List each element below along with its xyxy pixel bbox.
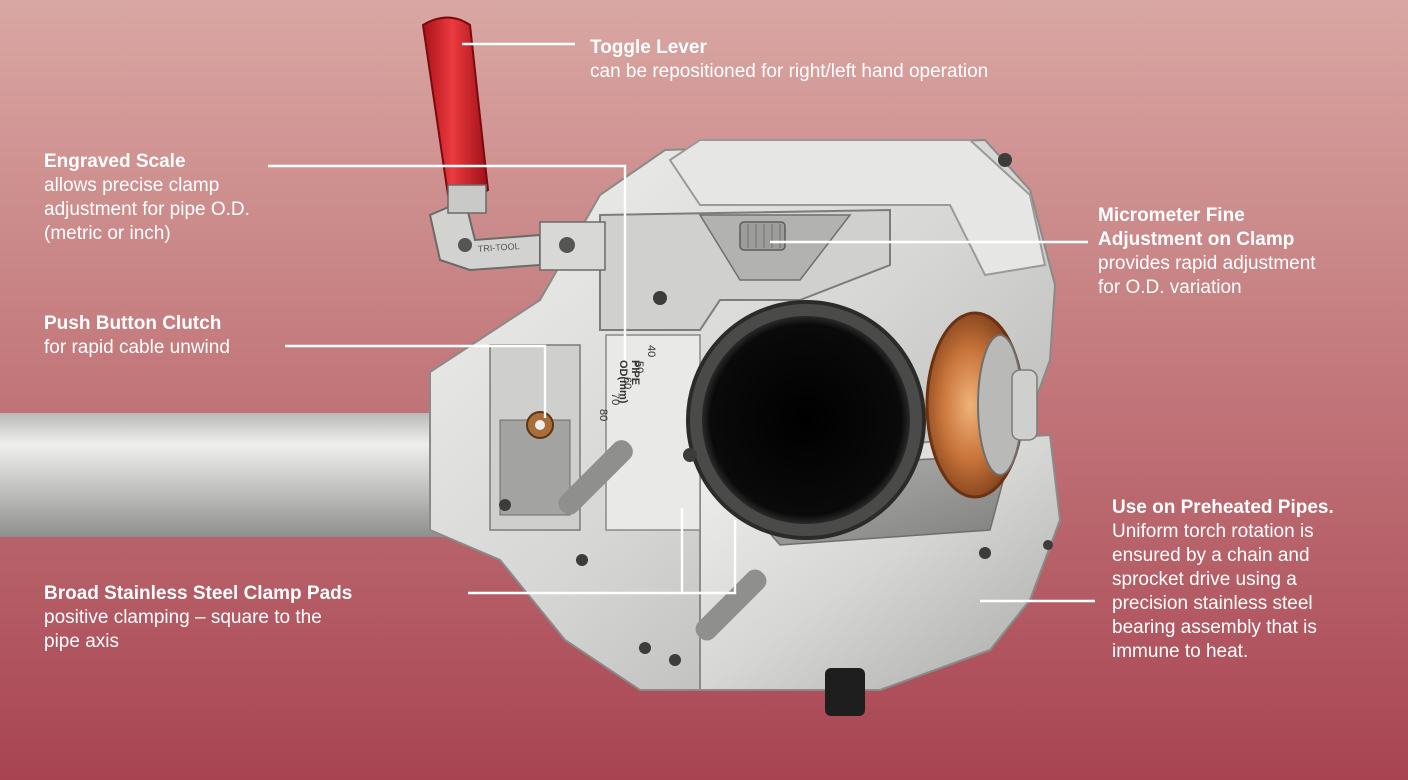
callout-preheated-desc-4: precision stainless steel	[1112, 593, 1313, 614]
bottom-handle	[825, 668, 865, 716]
callout-push-button-clutch-title: Push Button Clutch	[44, 313, 222, 334]
support-tube	[0, 413, 500, 537]
micrometer-knob	[739, 221, 786, 251]
callout-toggle-lever-title: Toggle Lever	[590, 37, 707, 58]
pipe-bore	[702, 316, 910, 524]
callout-toggle-lever: Toggle Lever can be repositioned for rig…	[590, 36, 988, 84]
scale-tick-60: 60	[621, 377, 633, 389]
callout-micrometer-desc-1: provides rapid adjustment	[1098, 253, 1316, 274]
callout-push-button-clutch: Push Button Clutch for rapid cable unwin…	[44, 312, 230, 360]
callout-preheated-desc-2: ensured by a chain and	[1112, 545, 1310, 566]
callout-engraved-scale-desc-2: adjustment for pipe O.D.	[44, 199, 250, 220]
plate-engraving: TRI-TOOL	[477, 241, 519, 254]
leader-clamp-pads-b	[682, 520, 737, 595]
callout-engraved-scale-desc-1: allows precise clamp	[44, 175, 220, 196]
callout-clamp-pads: Broad Stainless Steel Clamp Pads positiv…	[44, 582, 352, 654]
scale-tick-50: 50	[633, 361, 645, 373]
leader-push-button-clutch	[285, 344, 547, 418]
scale-tick-80: 80	[597, 409, 609, 421]
callout-clamp-pads-desc-1: positive clamping – square to the	[44, 607, 322, 628]
scale-label-pipe: PIPE	[629, 360, 641, 385]
callout-micrometer-desc-2: for O.D. variation	[1098, 277, 1242, 298]
callout-preheated-desc-6: immune to heat.	[1112, 641, 1249, 662]
callout-engraved-scale: Engraved Scale allows precise clamp adju…	[44, 150, 250, 246]
callout-micrometer-title-1: Micrometer Fine	[1098, 205, 1245, 226]
callout-micrometer-title-2: Adjustment on Clamp	[1098, 229, 1295, 250]
callout-preheated-title: Use on Preheated Pipes.	[1112, 497, 1334, 518]
callout-push-button-clutch-desc: for rapid cable unwind	[44, 337, 230, 358]
leader-engraved-scale	[268, 164, 627, 370]
callout-micrometer: Micrometer Fine Adjustment on Clamp prov…	[1098, 204, 1316, 300]
scale-tick-70: 70	[609, 393, 621, 405]
scale-label-odmm: OD(mm)	[617, 360, 629, 404]
scale-tick-40: 40	[645, 345, 657, 357]
callout-preheated-desc-1: Uniform torch rotation is	[1112, 521, 1314, 542]
top-cover	[668, 139, 1047, 277]
callout-engraved-scale-desc-3: (metric or inch)	[44, 223, 171, 244]
callout-toggle-lever-desc: can be repositioned for right/left hand …	[590, 61, 989, 82]
callout-preheated-desc-3: sprocket drive using a	[1112, 569, 1297, 590]
scale-ticks: 40 50 60 70 80	[597, 345, 657, 421]
callout-clamp-pads-desc-2: pipe axis	[44, 631, 119, 652]
callout-preheated-desc-5: bearing assembly that is	[1112, 617, 1317, 638]
callout-preheated: Use on Preheated Pipes. Uniform torch ro…	[1112, 496, 1334, 664]
callout-clamp-pads-title: Broad Stainless Steel Clamp Pads	[44, 583, 353, 604]
callout-engraved-scale-title: Engraved Scale	[44, 151, 186, 172]
scale-engraving: PIPE OD(mm)	[617, 360, 641, 404]
